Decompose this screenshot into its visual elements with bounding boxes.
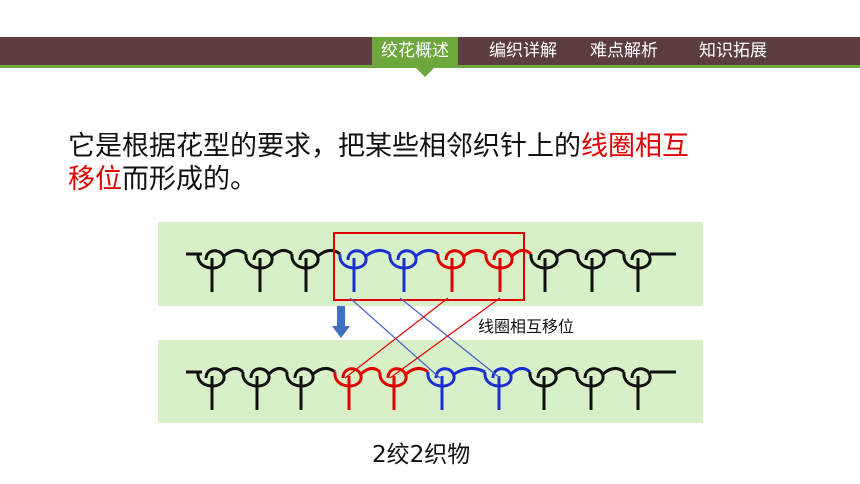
down-arrow-icon — [332, 306, 350, 338]
yarn-segment — [223, 249, 247, 258]
lead-paragraph: 它是根据花型的要求，把某些相邻织针上的线圈相互移位而形成的。 — [68, 130, 808, 196]
yarn-segment — [510, 249, 533, 258]
lower-stitch-row — [186, 367, 676, 410]
yarn-segment — [463, 249, 487, 258]
stitch-loop — [436, 249, 466, 292]
blue-cross-line — [399, 297, 501, 379]
yarn-segment — [509, 367, 532, 376]
diagram-caption: 2绞2织物 — [372, 442, 471, 468]
stitch-loop — [338, 249, 368, 292]
stitch-loop — [529, 249, 559, 292]
top-nav-bar: 绞花概述 编织详解 难点解析 知识拓展 — [0, 37, 860, 68]
yarn-segment — [602, 249, 625, 258]
stitch-loop — [622, 249, 652, 292]
yarn-segment — [555, 367, 578, 376]
blue-cross-line — [349, 297, 441, 379]
stitch-loop — [575, 367, 605, 410]
tab-difficulty-analysis[interactable]: 难点解析 — [590, 41, 658, 61]
lead-text-after: 而形成的。 — [122, 164, 257, 195]
yarn-segment — [317, 249, 341, 258]
red-cross-line — [389, 297, 501, 379]
crossing-highlight-box — [333, 232, 525, 301]
stitch-loop — [576, 249, 606, 292]
yarn-segment — [453, 367, 486, 376]
stitch-loop — [333, 367, 363, 410]
red-cross-line — [344, 297, 449, 379]
tab-knowledge-extension[interactable]: 知识拓展 — [699, 41, 767, 61]
yarn-segment — [556, 249, 579, 258]
stitch-loop — [528, 367, 558, 410]
yarn-segment — [415, 249, 439, 258]
stitch-loop — [388, 249, 418, 292]
stitch-loop — [622, 367, 652, 410]
stitch-loop — [196, 367, 226, 410]
stitch-loop — [241, 367, 271, 410]
upper-stitch-row — [186, 249, 676, 292]
stitch-loop — [426, 367, 456, 410]
stitch-loop — [196, 249, 226, 292]
lead-text-before: 它是根据花型的要求，把某些相邻织针上的 — [68, 131, 581, 162]
lead-highlight-2: 移位 — [68, 164, 122, 195]
stitch-loop — [290, 249, 320, 292]
stitch-loop — [378, 367, 408, 410]
yarn-segment — [602, 367, 625, 376]
active-tab-pointer-icon — [416, 68, 434, 77]
lead-highlight-1: 线圈相互 — [581, 131, 689, 162]
tab-jiaohua-overview[interactable]: 绞花概述 — [372, 37, 458, 65]
tab-knitting-details[interactable]: 编织详解 — [489, 41, 557, 61]
yarn-segment — [405, 367, 429, 376]
yarn-segment — [365, 249, 391, 258]
stitch-loop — [244, 249, 274, 292]
yarn-segment — [267, 367, 289, 376]
stitch-loop — [483, 367, 513, 410]
yarn-segment — [222, 367, 245, 376]
crossing-lines — [344, 297, 501, 379]
shift-callout-label: 线圈相互移位 — [478, 317, 575, 336]
yarn-segment — [312, 367, 336, 376]
stitch-loop — [484, 249, 514, 292]
yarn-segment — [359, 367, 382, 376]
stitch-loop — [285, 367, 315, 410]
yarn-segment — [270, 249, 293, 258]
